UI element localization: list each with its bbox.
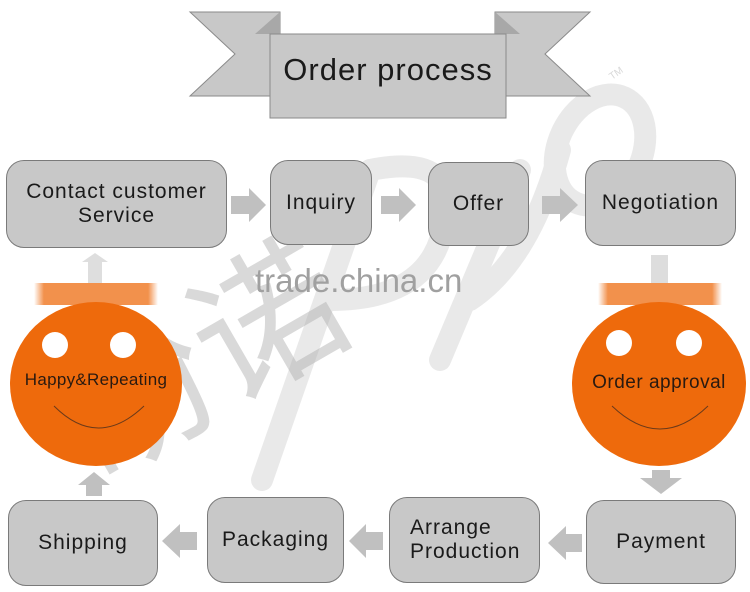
step-arrange-production: Arrange Production xyxy=(389,497,540,583)
face-hat xyxy=(34,283,158,305)
page-title: Order process xyxy=(283,52,493,87)
eye-icon xyxy=(110,332,136,358)
step-label: Arrange Production xyxy=(410,516,521,563)
smiley-face-order-approval: Order approval xyxy=(572,302,746,466)
step-label: Payment xyxy=(616,530,706,553)
step-contact-customer-service: Contact customer Service xyxy=(6,160,227,248)
eye-icon xyxy=(606,330,632,356)
face-label: Order approval xyxy=(592,372,726,393)
step-label: Packaging xyxy=(221,528,330,551)
face-label: Happy&Repeating xyxy=(24,370,168,389)
step-payment: Payment xyxy=(586,500,736,584)
smiley-face-happy-repeating: Happy&Repeating xyxy=(10,302,182,466)
watermark-stroke-e xyxy=(459,139,571,311)
eye-icon xyxy=(42,332,68,358)
step-label: Offer xyxy=(452,192,505,215)
step-packaging: Packaging xyxy=(207,497,344,583)
eye-icon xyxy=(676,330,702,356)
banner-center xyxy=(269,33,507,119)
watermark-site: trade.china.cn xyxy=(255,262,463,299)
banner-right-fold xyxy=(495,12,520,34)
step-offer: Offer xyxy=(428,162,529,246)
step-label: Shipping xyxy=(38,531,128,554)
step-shipping: Shipping xyxy=(8,500,158,586)
step-label: Inquiry xyxy=(285,190,357,214)
face-hat xyxy=(598,283,722,305)
banner-left-fold xyxy=(255,12,280,34)
step-label: Contact customer Service xyxy=(26,180,207,227)
smile-icon xyxy=(53,405,145,429)
step-inquiry: Inquiry xyxy=(270,160,372,245)
smile-icon xyxy=(611,405,709,430)
title-banner xyxy=(188,11,592,119)
watermark-trademark: TM xyxy=(607,65,625,82)
step-negotiation: Negotiation xyxy=(585,160,736,246)
step-label: Negotiation xyxy=(601,191,720,214)
